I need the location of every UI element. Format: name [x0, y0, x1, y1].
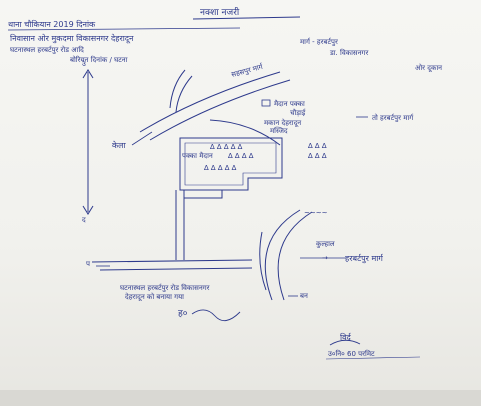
signature-2-name: विर्द [340, 332, 352, 342]
right-note-3: ओर दूकान [415, 63, 442, 73]
arc-above-crowd [209, 119, 281, 146]
title-underline [192, 16, 301, 20]
box-label-3: मकान देहरादून [264, 118, 301, 128]
right-road-arrow: → [322, 254, 328, 262]
crowd-label: पक्का मैदान [182, 151, 213, 160]
header-line-4: बोरियन दिनांक / घटना [70, 55, 128, 64]
crowd-outside-1: ∆ ∆ ∆ [307, 142, 327, 150]
road-top-label: सहसपुर मार्ग [230, 62, 264, 79]
signature-1: ह० [178, 309, 188, 319]
box-label-4: तो हरबर्टपुर मार्ग [372, 113, 414, 122]
curve-label: कुल्हाल [316, 240, 335, 248]
crowd-outside-2: ∆ ∆ ∆ [307, 152, 327, 160]
bottom-road-edge-2 [99, 267, 253, 271]
box-label-1: मैदान पक्का [274, 99, 305, 108]
signature-2-underline [325, 356, 421, 360]
right-curve-3 [259, 231, 267, 291]
table-background [0, 390, 481, 406]
left-label: केला [112, 140, 127, 150]
north-marker: उ [82, 60, 86, 68]
left-arrow [131, 131, 153, 146]
right-curve-2 [277, 211, 313, 301]
footnote-line-2: देहरादून को बनाया गया [125, 292, 184, 302]
south-arrow-head [82, 205, 94, 215]
header-line-2: निवासान ओर मुकदमा विकासनगर देहरादून [10, 33, 134, 44]
crowd-row-2: ∆ ∆ ∆ ∆ [227, 152, 254, 160]
header-underline-1 [7, 27, 241, 31]
diagonal-road-edge-2 [149, 79, 291, 141]
crowd-row-3: ∆ ∆ ∆ ∆ ∆ [203, 164, 237, 172]
box-sub-label: मस्जिद [270, 126, 288, 135]
signature-2-flourish [329, 339, 361, 346]
curve-top-label: ~~~~ [304, 209, 328, 217]
crowd-enclosure [179, 137, 283, 191]
crowd-enclosure-inner [184, 142, 277, 186]
right-note-2: डा. विकासनगर [329, 48, 368, 57]
lane-step [184, 190, 223, 199]
header-line-1: थाना चौकियान 2019 दिनांक [8, 19, 96, 29]
south-marker: द [82, 216, 86, 224]
header-line-2-right: मार्ग - हरबर्टपुर [300, 37, 338, 46]
box-marker [261, 99, 271, 107]
crowd-row-1: ∆ ∆ ∆ ∆ ∆ [209, 143, 243, 151]
signature-2-line: उ०नि० 60 परमिट [328, 349, 375, 358]
curved-road-left-2 [175, 75, 193, 113]
curved-road-left [169, 69, 186, 109]
signature-1-flourish [191, 309, 241, 322]
west-marker: प [86, 260, 91, 268]
north-arrow-head [82, 69, 94, 79]
right-curve-1 [264, 209, 301, 301]
curve-bottom-label: बन [300, 292, 308, 300]
header-line-3: घटनास्थल हरबर्टपुर रोड आदि [10, 45, 84, 54]
bottom-road-edge-1 [91, 259, 253, 263]
box-label-2: चौड़ाई [290, 108, 306, 117]
diagonal-road-edge-1 [139, 71, 281, 133]
document-title: नक्शा नजरी [200, 6, 240, 18]
footnote-line-1: घटनास्थल हरबर्टपुर रोड विकासनगर [120, 283, 210, 292]
road-right-label: हरबर्टपुर मार्ग [345, 253, 384, 264]
